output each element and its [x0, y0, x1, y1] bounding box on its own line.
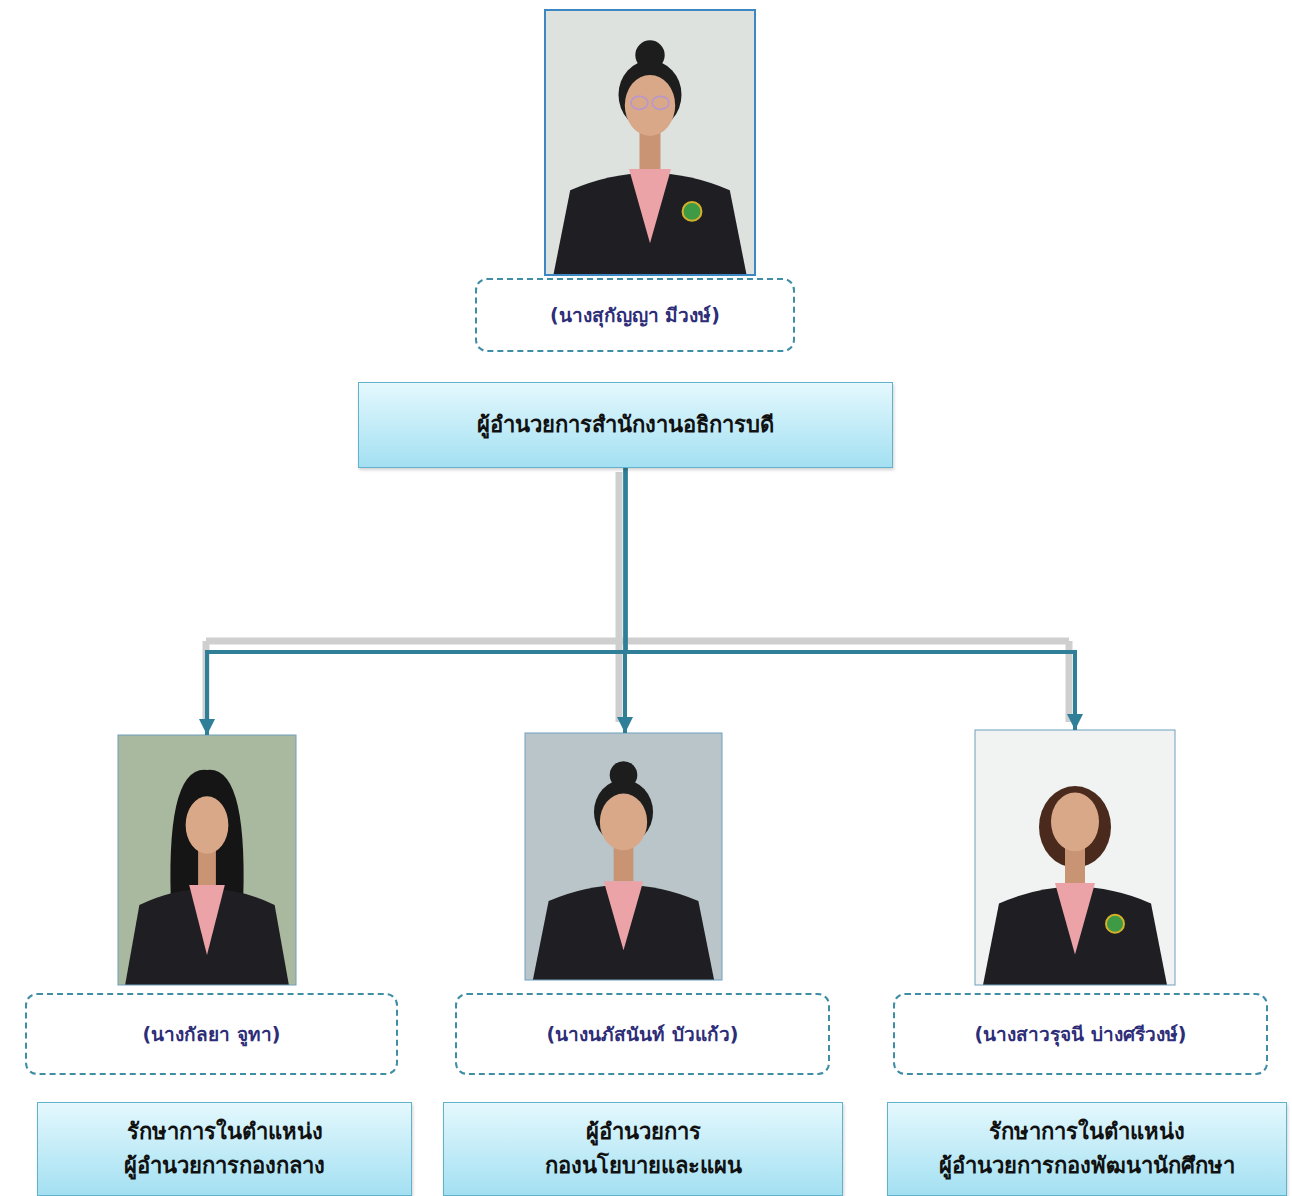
person-name: (นางสุกัญญา มีวงษ์)	[550, 302, 720, 329]
university-badge	[1106, 915, 1124, 933]
photo-content	[545, 10, 755, 275]
university-badge	[683, 202, 702, 221]
name-frame: (นางนภัสนันท์ บัวแก้ว)	[455, 993, 830, 1075]
position-title: ผู้อำนวยการสำนักงานอธิการบดี	[375, 408, 876, 442]
portrait-photo	[525, 733, 722, 980]
glasses	[631, 96, 648, 109]
photo-frame	[118, 735, 296, 985]
pink-shirt	[189, 885, 225, 955]
face	[1051, 792, 1099, 851]
photo-background	[525, 733, 722, 980]
position-box: ผู้อำนวยการสำนักงานอธิการบดี	[358, 382, 893, 468]
portrait-photo	[118, 735, 296, 985]
position-title: ผู้อำนวยการ กองนโยบายและแผน	[460, 1115, 826, 1183]
position-box: รักษาการในตำแหน่ง ผู้อำนวยการกองกลาง	[37, 1102, 412, 1196]
portrait-photo	[545, 10, 755, 275]
portrait-photo	[975, 730, 1175, 985]
hierarchy-arrow	[626, 468, 1076, 730]
position-box: ผู้อำนวยการ กองนโยบายและแผน	[443, 1102, 843, 1196]
person-name: (นางกัลยา จูทา)	[143, 1021, 281, 1048]
glasses	[652, 96, 669, 109]
name-frame: (นางกัลยา จูทา)	[25, 993, 398, 1075]
photo-frame	[975, 730, 1175, 985]
photo-background	[118, 735, 296, 985]
face	[600, 794, 647, 851]
hierarchy-arrow	[207, 468, 626, 735]
name-frame: (นางสาวรุจนี บ่างศรีวงษ์)	[893, 993, 1268, 1075]
person-card: (นางนภัสนันท์ บัวแก้ว)	[455, 733, 830, 1075]
position-title: รักษาการในตำแหน่ง ผู้อำนวยการกองพัฒนานัก…	[904, 1115, 1270, 1183]
photo-background	[545, 10, 755, 275]
person-name: (นางนภัสนันท์ บัวแก้ว)	[547, 1021, 739, 1048]
position-box: รักษาการในตำแหน่ง ผู้อำนวยการกองพัฒนานัก…	[887, 1102, 1287, 1196]
position-title: รักษาการในตำแหน่ง ผู้อำนวยการกองกลาง	[54, 1115, 395, 1183]
name-box: (นางสุกัญญา มีวงษ์)	[475, 278, 795, 352]
pink-shirt	[629, 169, 671, 243]
person-card: (นางกัลยา จูทา)	[25, 735, 398, 1075]
person-name: (นางสาวรุจนี บ่างศรีวงษ์)	[975, 1021, 1187, 1048]
pink-shirt	[604, 881, 643, 950]
photo-content	[975, 730, 1175, 985]
face	[625, 75, 675, 136]
photo-frame	[545, 10, 755, 275]
photo-content	[118, 735, 296, 985]
face	[186, 796, 229, 854]
person-card: (นางสาวรุจนี บ่างศรีวงษ์)	[893, 730, 1268, 1075]
pink-shirt	[1055, 883, 1095, 954]
photo-background	[975, 730, 1175, 985]
connector-shadow	[206, 472, 1069, 722]
photo-frame	[525, 733, 722, 980]
photo-content	[525, 733, 722, 980]
